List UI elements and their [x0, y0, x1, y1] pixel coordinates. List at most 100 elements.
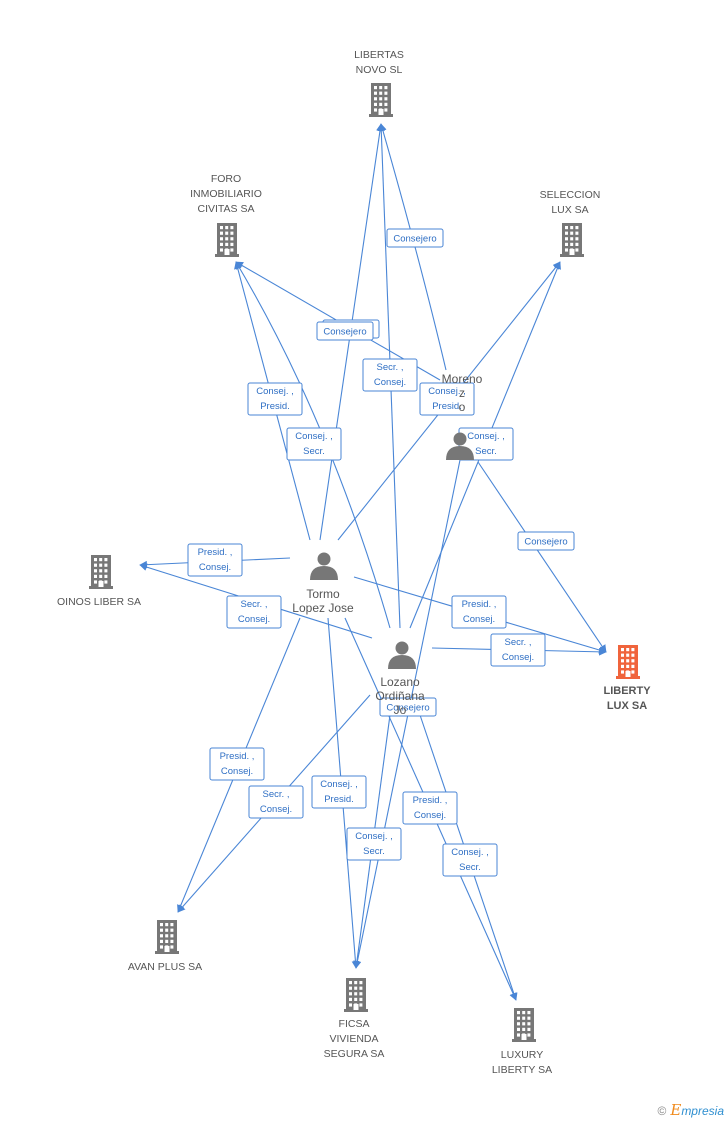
edge-label-lozano-to-luxury: Consej. , Secr. — [442, 843, 498, 877]
edge-label-lozano-to-libertas: Secr. , Consej. — [362, 358, 418, 392]
edge-label-tormo-to-foro: Consej. , Presid. — [247, 382, 303, 416]
edge-role-text: Secr. — [459, 862, 481, 873]
edge-role-text: Presid. — [324, 794, 354, 805]
node-label: LUX SA — [551, 204, 588, 216]
node-avan[interactable]: AVAN PLUS SA — [128, 920, 202, 973]
node-libertas[interactable]: LIBERTAS NOVO SL — [354, 49, 404, 117]
edge-label-tormo-to-seleccion: Consej. , Presid. — [419, 382, 475, 416]
node-ficsa[interactable]: FICSA VIVIENDA SEGURA SA — [324, 978, 385, 1060]
edge-label-tormo-to-avan: Presid. , Consej. — [209, 747, 265, 781]
edge-role-text: Secr. , — [505, 637, 532, 648]
edge-moreno-to-libertas — [379, 123, 447, 371]
building-icon — [215, 223, 239, 257]
edge-label-moreno-to-ficsa: Consejero — [379, 697, 437, 717]
node-label: Tormo — [306, 587, 340, 601]
edge-label-lozano-to-ficsa: Consej. ,Secr. — [346, 827, 402, 861]
node-label: AVAN PLUS SA — [128, 961, 202, 973]
edge-label-tormo-to-ficsa: Consej. , Presid. — [311, 775, 367, 809]
building-icon — [89, 555, 113, 589]
edge-role-text: Secr. — [303, 446, 325, 457]
node-label: Lozano — [380, 675, 420, 689]
edge-role-text: Presid. , — [220, 751, 255, 762]
node-luxury[interactable]: LUXURY LIBERTY SA — [492, 1008, 552, 1076]
node-label: CIVITAS SA — [198, 203, 255, 215]
edge-role-text: Secr. , — [377, 362, 404, 373]
node-label: FORO — [211, 173, 241, 185]
edge-label-moreno-to-liberty: Consejero — [517, 531, 575, 551]
edge-label-tormo-to-luxury: Presid. , Consej. — [402, 791, 458, 825]
edge-role-text: Consej. — [374, 377, 406, 388]
edge-label-moreno-to-libertas: Consejero — [386, 228, 444, 248]
edge-role-text: Secr. , — [263, 789, 290, 800]
edge-role-text: Consej. — [463, 614, 495, 625]
brand-logo-initial: E — [670, 1101, 682, 1119]
edge-role-text: Consej. — [238, 614, 270, 625]
node-label: Jo — [394, 703, 407, 717]
node-label: LUXURY — [501, 1049, 543, 1061]
node-label: FICSA — [339, 1018, 370, 1030]
edge-role-text: Consejero — [386, 703, 429, 714]
node-label: INMOBILIARIO — [190, 188, 262, 200]
edge-label-lozano-to-foro: Consejero — [316, 321, 374, 341]
node-label: LIBERTY — [603, 685, 651, 697]
edge-role-text: Consej. — [199, 562, 231, 573]
node-label: Lopez Jose — [292, 601, 354, 615]
node-label: LIBERTY SA — [492, 1064, 552, 1076]
node-label: NOVO SL — [356, 64, 403, 76]
brand-footer: ©Empresia — [658, 1101, 724, 1119]
person-icon — [446, 432, 474, 460]
edge-label-lozano-to-liberty: Secr. , Consej. — [490, 633, 546, 667]
edge-role-text: Consej. — [502, 652, 534, 663]
node-foro[interactable]: FORO INMOBILIARIO CIVITAS SA — [190, 173, 262, 257]
edge-role-text: Consej. , — [428, 386, 466, 397]
edge-moreno-to-liberty — [477, 461, 607, 653]
edge-role-text: Consej. , — [256, 386, 294, 397]
building-icon — [369, 83, 393, 117]
edge-role-text: Consej. , — [295, 431, 333, 442]
nodes-layer: LIBERTAS NOVO SL FORO INMOBILIARIO CIVITAS S… — [57, 49, 651, 1076]
edge-label-lozano-to-avan: Secr. , Consej. — [248, 785, 304, 819]
node-label: o — [459, 400, 466, 414]
edge-role-text: Presid. — [260, 401, 290, 412]
edge-role-text: Presid. , — [198, 547, 233, 558]
node-label: VIVIENDA — [329, 1033, 378, 1045]
edge-role-text: Consej. , — [320, 779, 358, 790]
building-icon — [155, 920, 179, 954]
edge-label-tormo-to-liberty: Presid. , Consej. — [451, 595, 507, 629]
edge-label-lozano-to-oinos: Secr. , Consej. — [226, 595, 282, 629]
edge-label-tormo-to-oinos: Presid. , Consej. — [187, 543, 243, 577]
node-label: SEGURA SA — [324, 1048, 385, 1060]
node-label: Moreno — [442, 372, 483, 386]
edge-role-text: Presid. — [432, 401, 462, 412]
node-label: OINOS LIBER SA — [57, 596, 141, 608]
edge-role-text: Consej. — [414, 810, 446, 821]
node-label: z — [459, 386, 465, 400]
node-liberty[interactable]: LIBERTY LUX SA — [603, 645, 651, 712]
edge-role-text: Consejero — [524, 537, 567, 548]
node-label: Ordiñana — [375, 689, 425, 703]
brand-logo-text: mpresia — [681, 1104, 724, 1118]
edge-role-text: Consej. , — [467, 431, 505, 442]
edge-role-text: Secr. , — [241, 599, 268, 610]
edge-role-text: Presid. , — [413, 795, 448, 806]
edge-label-tormo-to-libertas: Consej. , Secr. — [286, 427, 342, 461]
edge-role-text: Consej. — [221, 766, 253, 777]
node-oinos[interactable]: OINOS LIBER SA — [57, 555, 141, 608]
edge-role-text: Consej. , — [451, 847, 489, 858]
building-icon — [512, 1008, 536, 1042]
edge-role-text: Secr. — [475, 446, 497, 457]
edge-role-text: Consej. — [260, 804, 292, 815]
edge-label-lozano-to-seleccion: Consej. , Secr. — [458, 427, 514, 461]
edge-role-text: Presid. , — [462, 599, 497, 610]
edge-role-text: Consej. , — [355, 831, 393, 842]
building-icon — [344, 978, 368, 1012]
node-label: LIBERTAS — [354, 49, 404, 61]
node-label: LUX SA — [607, 700, 647, 712]
